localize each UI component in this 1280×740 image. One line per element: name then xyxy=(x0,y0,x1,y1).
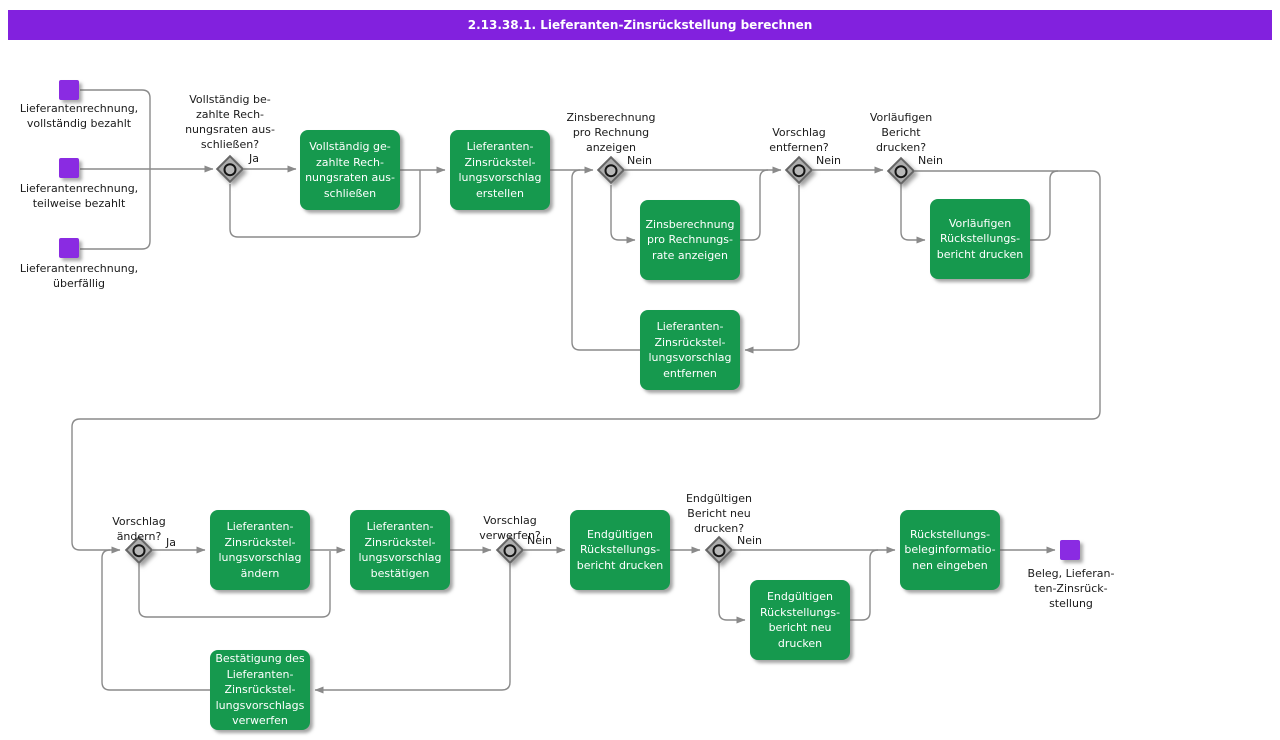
event-label: Lieferantenrechnung, vollständig bezahlt xyxy=(19,102,139,130)
gateway-answer-label: Nein xyxy=(627,154,653,167)
start-event-vollstaendig-bezahlt[interactable] xyxy=(59,80,79,100)
event-label: Lieferantenrechnung, überfällig xyxy=(19,262,139,290)
task-zinsberechnung-anzeigen[interactable]: Zinsberechnung pro Rechnungs- rate anzei… xyxy=(640,200,740,280)
flow-gateway6-task9 xyxy=(314,564,511,694)
gateway-answer-label: Nein xyxy=(527,534,553,547)
gateway-diamond xyxy=(886,156,916,186)
flow-task4-loopback xyxy=(571,169,640,351)
gateway-question-label: Vorschlag verwerfen? xyxy=(479,514,541,542)
gateway-question-label: Vorschlag ändern? xyxy=(112,515,166,543)
gateway-bericht-neu-drucken xyxy=(704,535,734,565)
gateway-vorlaeufigen-bericht-drucken xyxy=(886,156,916,186)
gateway-circle-icon xyxy=(891,161,911,181)
start-event-ueberfaellig[interactable] xyxy=(59,238,79,258)
flow-gateway1-bypass xyxy=(229,170,421,238)
gateway-answer-label: Nein xyxy=(918,154,944,167)
gateway-question-label: Vorschlag entfernen? xyxy=(769,126,829,154)
flow-gateway4-gateway5-long xyxy=(71,170,1101,554)
flow-gateway2-task3 xyxy=(610,185,636,244)
gateway-circle-icon xyxy=(220,159,240,179)
flow-task5-merge xyxy=(1030,170,1059,241)
gateway-answer-label: Ja xyxy=(166,536,176,549)
task-vorschlag-bestaetigen[interactable]: Lieferanten- Zinsrückstel- lungsvorschla… xyxy=(350,510,450,590)
gateway-question-label: Endgültigen Bericht neu drucken? xyxy=(685,492,752,535)
gateway-circle-icon xyxy=(500,540,520,560)
task-vorschlag-aendern[interactable]: Lieferanten- Zinsrückstel- lungsvorschla… xyxy=(210,510,310,590)
task-vorlaeufigen-bericht-drucken[interactable]: Vorläufigen Rückstellungs- bericht druck… xyxy=(930,199,1030,279)
gateway-answer-label: Nein xyxy=(816,154,842,167)
gateway-diamond xyxy=(215,154,245,184)
gateway-circle-icon xyxy=(709,540,729,560)
gateway-question-label: Zinsberechnung pro Rechnung anzeigen xyxy=(566,111,656,154)
gateway-circle-icon xyxy=(789,160,809,180)
task-rechnungsraten-ausschliessen[interactable]: Vollständig ge- zahlte Rech- nungsraten … xyxy=(300,130,400,210)
task-endgueltigen-bericht-drucken[interactable]: Endgültigen Rückstellungs- bericht druck… xyxy=(570,510,670,590)
task-bestaetigung-verwerfen[interactable]: Bestätigung des Lieferanten- Zinsrückste… xyxy=(210,650,310,730)
event-label: Lieferantenrechnung, teilweise bezahlt xyxy=(19,182,139,210)
gateway-diamond xyxy=(784,155,814,185)
end-event-beleg[interactable] xyxy=(1060,540,1080,560)
flow-task10-merge xyxy=(850,549,879,621)
gateway-question-label: Vollständig be- zahlte Rech- nungsraten … xyxy=(185,93,275,151)
gateway-diamond xyxy=(704,535,734,565)
gateway-question-label: Vorläufigen Bericht drucken? xyxy=(869,111,933,154)
flow-task9-loopback xyxy=(101,549,210,691)
flow-start1-join xyxy=(80,89,151,169)
flow-start3-join xyxy=(80,169,151,250)
gateway-diamond xyxy=(596,155,626,185)
flow-task3-merge xyxy=(740,169,769,241)
event-label: Beleg, Lieferan- ten-Zinsrück- stellung xyxy=(1027,567,1115,610)
gateway-answer-label: Ja xyxy=(249,152,259,165)
title-banner: 2.13.38.1. Lieferanten-Zinsrückstellung … xyxy=(8,10,1272,40)
flow-gateway7-task10 xyxy=(718,564,746,624)
task-vorschlag-entfernen[interactable]: Lieferanten- Zinsrückstel- lungsvorschla… xyxy=(640,310,740,390)
gateway-vorschlag-entfernen xyxy=(784,155,814,185)
gateway-circle-icon xyxy=(601,160,621,180)
task-vorschlag-erstellen[interactable]: Lieferanten- Zinsrückstel- lungsvorschla… xyxy=(450,130,550,210)
task-beleginformationen-eingeben[interactable]: Rückstellungs- beleginformatio- nen eing… xyxy=(900,510,1000,590)
gateway-answer-label: Nein xyxy=(737,534,763,547)
start-event-teilweise-bezahlt[interactable] xyxy=(59,158,79,178)
flow-gateway3-task4 xyxy=(744,185,800,354)
flow-gateway5-bypass xyxy=(138,551,331,618)
flow-gateway4-task5 xyxy=(900,185,926,244)
task-bericht-neu-drucken[interactable]: Endgültigen Rückstellungs- bericht neu d… xyxy=(750,580,850,660)
gateway-zinsberechnung-anzeigen xyxy=(596,155,626,185)
gateway-rechnungsraten-ausschliessen xyxy=(215,154,245,184)
page-title: 2.13.38.1. Lieferanten-Zinsrückstellung … xyxy=(467,18,813,32)
